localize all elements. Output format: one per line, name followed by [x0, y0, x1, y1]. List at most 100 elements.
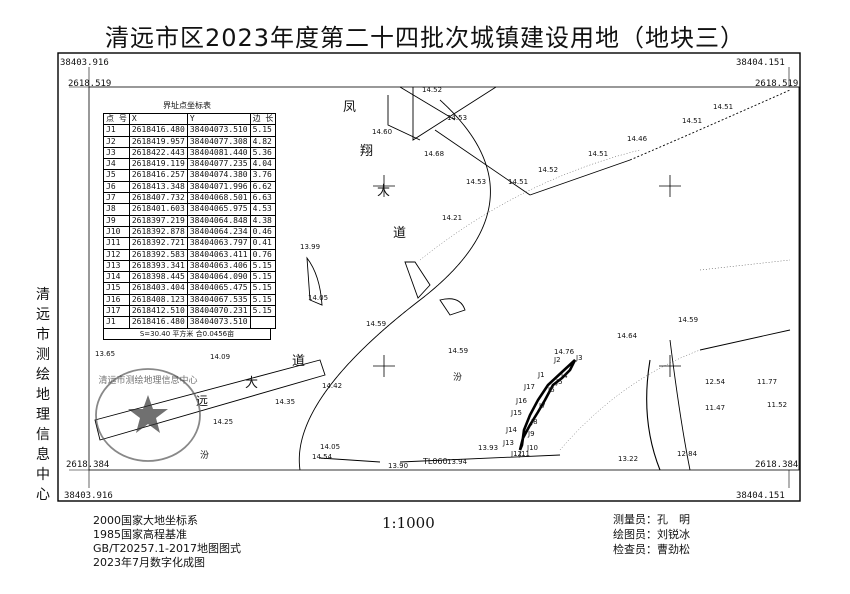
elevation-label: 14.42 — [322, 382, 343, 390]
y-coord-cell: 38404068.501 — [186, 192, 251, 205]
point-id-cell: J7 — [103, 192, 130, 205]
boundary-point-label: J12 — [511, 450, 522, 458]
y-coord-cell: 38404063.411 — [186, 248, 251, 261]
y-coord-cell: 38404074.380 — [186, 169, 251, 182]
map-scale: 1:1000 — [382, 514, 435, 532]
x-coord-cell: 2618422.443 — [128, 146, 188, 160]
point-id-cell: J11 — [103, 237, 130, 250]
corner-bottom-left-x: 38403.916 — [64, 491, 113, 501]
elevation-label: 14.51 — [682, 117, 703, 125]
elevation-label: 11.47 — [705, 404, 726, 412]
table-header: X — [128, 112, 188, 126]
point-id-cell: J12 — [103, 248, 130, 261]
y-coord-cell: 38404070.231 — [186, 305, 251, 318]
elevation-label: 14.59 — [448, 347, 469, 355]
elevation-label: 13.90 — [388, 462, 409, 470]
edge-length-cell: 5.15 — [249, 271, 277, 284]
y-coord-cell: 38404077.235 — [186, 158, 251, 171]
x-coord-cell: 2618398.445 — [128, 271, 188, 284]
elevation-label: 14.59 — [366, 320, 387, 328]
elevation-label: 14.76 — [554, 348, 575, 356]
boundary-point-label: J15 — [511, 409, 522, 417]
y-coord-cell: 38404071.996 — [186, 180, 251, 194]
edge-length-cell: 5.15 — [249, 259, 277, 273]
elevation-label: 13.93 — [478, 444, 499, 452]
road-name-feng: 凤 — [343, 100, 357, 115]
survey-date: 2023年7月数字化成图 — [93, 556, 205, 569]
elevation-label: 14.46 — [627, 135, 648, 143]
x-coord-cell: 2618416.480 — [128, 124, 188, 137]
seal-star-icon — [128, 395, 168, 433]
footer-meta: 2000国家大地坐标系 1985国家高程基准 GB/T20257.1-2017地… — [93, 514, 241, 570]
elevation-label: 14.60 — [372, 128, 393, 136]
side-label: 清远市测绘地理信息中心 — [36, 287, 50, 503]
footer-personnel: 测量员：孔 明 绘图员：刘锐冰 检查员：曹劲松 — [613, 512, 690, 557]
y-coord-cell: 38404064.234 — [186, 225, 251, 239]
x-coord-cell: 2618401.603 — [128, 203, 188, 216]
y-coord-cell: 38404064.848 — [186, 214, 251, 227]
point-id-cell: J1 — [103, 316, 130, 329]
x-coord-cell: 2618419.957 — [128, 135, 188, 148]
x-coord-cell: 2618407.732 — [128, 192, 188, 205]
elevation-label: 14.35 — [275, 398, 296, 406]
point-id-cell: J17 — [103, 305, 130, 318]
point-id-cell: J2 — [103, 135, 130, 148]
x-coord-cell: 2618416.257 — [128, 169, 188, 182]
seal-stamp: 清远市测绘地理信息中心 — [95, 368, 201, 462]
x-coord-cell: 2618408.123 — [128, 293, 188, 307]
y-coord-cell: 38404064.090 — [186, 271, 251, 284]
inner-frame — [88, 86, 800, 471]
table-header: Y — [186, 112, 251, 126]
corner-top-right-x: 38404.151 — [736, 58, 785, 68]
edge-length-cell: 6.62 — [249, 180, 277, 194]
elevation-label: 14.54 — [312, 453, 333, 461]
x-coord-cell: 2618397.219 — [128, 214, 188, 227]
edge-length-cell: 5.15 — [249, 282, 277, 295]
elevation-label: 13.94 — [447, 458, 468, 466]
point-id-cell: J3 — [103, 146, 130, 160]
edge-length-cell: 5.15 — [249, 124, 277, 137]
surveyor: 测量员：孔 明 — [613, 513, 690, 526]
y-coord-cell: 38404063.797 — [186, 237, 251, 250]
edge-length-cell: 5.15 — [249, 305, 277, 318]
road-name-dao2: 道 — [292, 354, 306, 369]
elevation-label: 14.51 — [588, 150, 609, 158]
edge-length-cell: 5.15 — [249, 293, 277, 307]
coordinate-table-title: 界址点坐标表 — [163, 101, 211, 110]
corner-left-top-y: 2618.519 — [68, 79, 112, 89]
edge-length-cell: 4.53 — [249, 203, 277, 216]
edge-length-cell: 4.82 — [249, 135, 277, 148]
boundary-point-label: J14 — [506, 426, 517, 434]
road-name-da2: 大 — [245, 376, 259, 391]
boundary-point-label: J11 — [519, 450, 530, 458]
point-id-cell: J15 — [103, 282, 130, 295]
point-id-cell: J8 — [103, 203, 130, 216]
point-id-cell: J1 — [103, 124, 130, 137]
x-coord-cell: 2618392.878 — [128, 225, 188, 239]
boundary-point-label: J6 — [548, 386, 555, 394]
point-id-cell: J16 — [103, 293, 130, 307]
road-name-dao1: 道 — [393, 226, 407, 241]
elevation-label: 14.53 — [466, 178, 487, 186]
height-datum: 1985国家高程基准 — [93, 528, 187, 541]
elevation-label: 14.05 — [320, 443, 341, 451]
elevation-label: 14.53 — [447, 114, 468, 122]
elevation-label: 14.51 — [508, 178, 529, 186]
point-id-cell: J6 — [103, 180, 130, 194]
parcel-boundary — [518, 359, 577, 451]
boundary-point-label: J8 — [531, 418, 538, 426]
elevation-label: 14.68 — [424, 150, 445, 158]
label-fen1: 汾 — [453, 373, 463, 383]
point-id-cell: J5 — [103, 169, 130, 182]
